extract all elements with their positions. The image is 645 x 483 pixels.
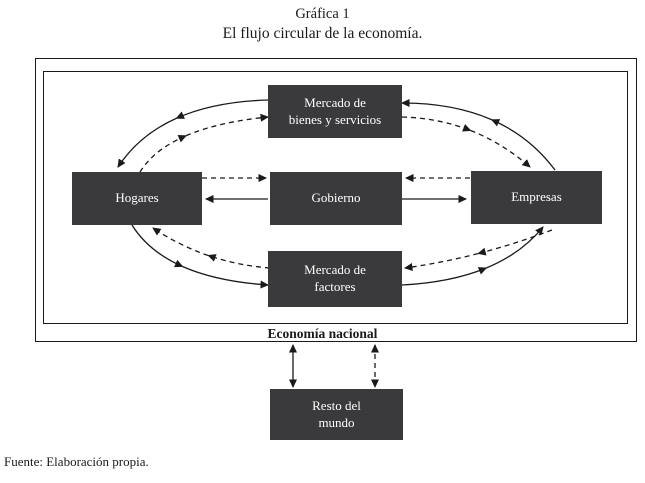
node-label-line: Hogares (115, 190, 159, 206)
node-mercado-factores: Mercado de factores (268, 251, 402, 307)
outer-frame (35, 58, 637, 342)
node-label-line: factores (314, 279, 356, 294)
node-label-line: mundo (318, 414, 355, 430)
node-resto-del-mundo: Resto del mundo (270, 389, 403, 440)
node-label-line: Empresas (511, 189, 562, 205)
node-hogares: Hogares (72, 172, 202, 225)
figure-title-block: Gráfica 1 El flujo circular de la econom… (0, 5, 645, 45)
node-label-line: bienes y servicios (288, 111, 382, 127)
figure-number: Gráfica 1 (295, 6, 350, 22)
node-label-line: Mercado de (304, 262, 366, 278)
node-empresas: Empresas (471, 171, 602, 224)
node-mercado-bienes-servicios: Mercado de bienes y servicios (268, 85, 402, 138)
node-label-line: Gobierno (311, 190, 361, 206)
frame-label-economia-nacional: Economía nacional (267, 326, 378, 341)
node-label-line: Mercado de (304, 94, 366, 110)
node-gobierno: Gobierno (270, 172, 402, 225)
inner-frame (43, 71, 628, 324)
source-note: Fuente: Elaboración propia. (4, 454, 149, 469)
node-label-line: Resto del (312, 397, 361, 413)
figure-title: El flujo circular de la economía. (222, 25, 423, 43)
